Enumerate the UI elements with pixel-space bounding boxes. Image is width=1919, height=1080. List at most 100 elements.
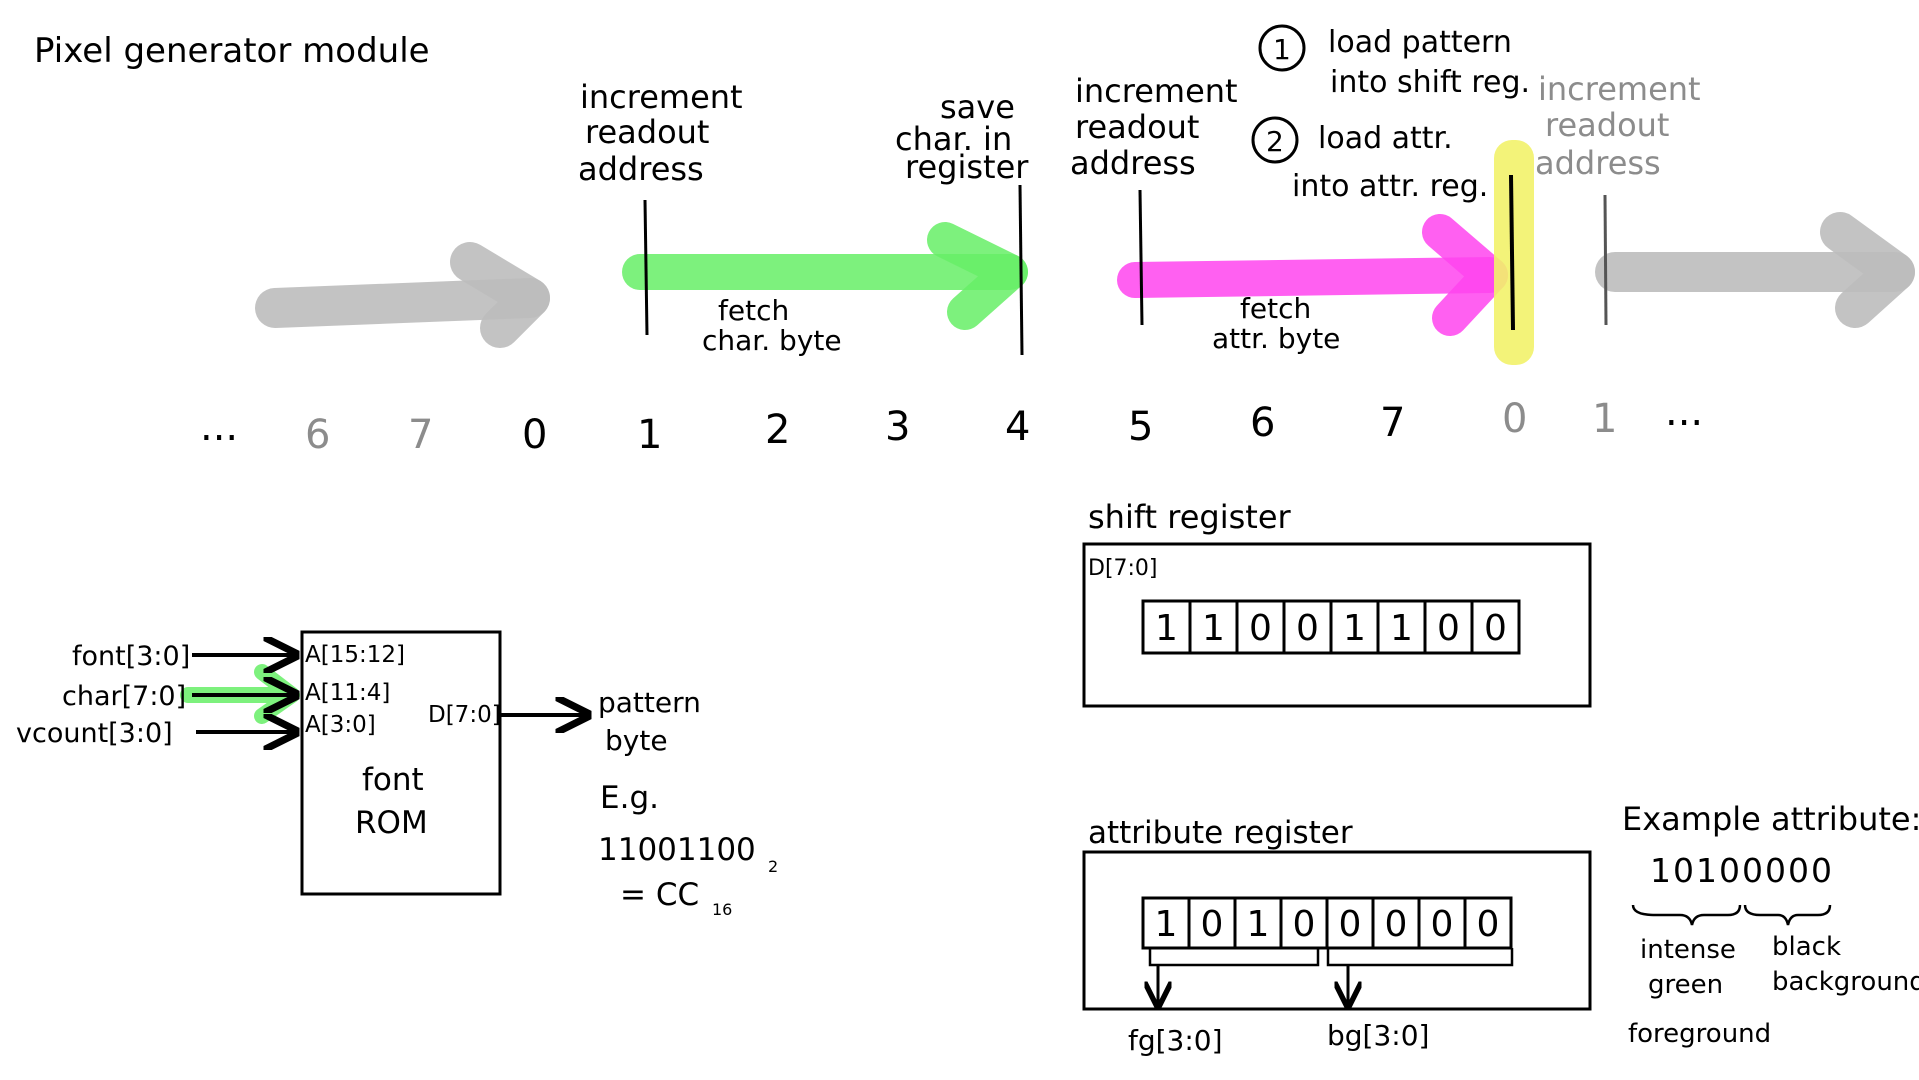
- tick-label: ...: [200, 404, 238, 450]
- shift-bit-value: 0: [1296, 608, 1319, 649]
- label-save-char: save char. in register: [895, 88, 1029, 186]
- label-line: increment: [1075, 72, 1238, 110]
- caption-line: fetch: [1240, 292, 1311, 325]
- attr-bit-value: 0: [1385, 904, 1408, 945]
- example-attribute-value: 10100000: [1650, 851, 1834, 890]
- label-line: readout: [1075, 108, 1199, 146]
- label-line: readout: [1545, 106, 1669, 144]
- tick-label: 7: [408, 412, 433, 458]
- label-increment-2: increment readout address: [1070, 72, 1238, 182]
- label-line: address: [578, 150, 704, 188]
- fg-bracket: [1148, 948, 1320, 967]
- shift-register-port: D[7:0]: [1088, 556, 1158, 581]
- label-line: save: [940, 88, 1015, 126]
- shift-register-box: [1082, 542, 1592, 708]
- fg-label-line: foreground: [1628, 1019, 1771, 1049]
- label-load-attr: load attr. into attr. reg.: [1292, 121, 1488, 204]
- bg-brace: [1743, 904, 1832, 926]
- shift-register-title: shift register: [1088, 498, 1292, 536]
- label-line: load pattern: [1328, 25, 1512, 60]
- port-label: D[7:0]: [428, 702, 501, 728]
- tick-label: 0: [1502, 396, 1527, 442]
- tick-label: 6: [1250, 400, 1275, 446]
- bg-bracket: [1326, 948, 1514, 967]
- event-line-4: [1018, 184, 1024, 356]
- step-badge-2: 2: [1251, 116, 1299, 164]
- event-line-1: [643, 199, 649, 336]
- tick-label: 7: [1380, 400, 1405, 446]
- label-line: into attr. reg.: [1292, 169, 1488, 204]
- fetch-attr-arrow: [1117, 214, 1508, 336]
- shift-bit-value: 1: [1202, 608, 1225, 649]
- rom-name: font ROM: [355, 762, 428, 841]
- bg-label: bg[3:0]: [1327, 1019, 1429, 1052]
- label-line: address: [1535, 144, 1661, 182]
- attr-bit-value: 1: [1155, 904, 1178, 945]
- event-line-next: [1603, 194, 1608, 326]
- attr-bit-value: 0: [1431, 904, 1454, 945]
- caption-line: attr. byte: [1212, 322, 1340, 355]
- input-label-vcount: vcount[3:0]: [16, 718, 173, 749]
- attr-bit-cell: [1463, 896, 1513, 950]
- shift-bit-value: 1: [1343, 608, 1366, 649]
- fetch-char-arrow: [622, 222, 1028, 330]
- rom-inputs: font[3:0] char[7:0] vcount[3:0]: [16, 641, 190, 749]
- label-load-pattern: load pattern into shift reg.: [1328, 25, 1530, 100]
- event-line-5: [1138, 189, 1144, 326]
- shift-bit-value: 1: [1390, 608, 1413, 649]
- step-number: 1: [1273, 33, 1291, 66]
- fg-label-line: intense: [1640, 935, 1736, 965]
- fg-label-line: green: [1648, 970, 1723, 1000]
- gray-arrow-left: [255, 242, 550, 348]
- attr-bit-value: 0: [1477, 904, 1500, 945]
- example-fg-label: intense green foreground: [1628, 935, 1771, 1049]
- timeline-ticks: ... 6 7 0 1 2 3 4 5 6 7 0 1 ...: [200, 389, 1703, 458]
- output-line: byte: [605, 724, 668, 757]
- output-line: pattern: [598, 686, 701, 719]
- event-line-0: [1509, 174, 1515, 331]
- tick-label: ...: [1665, 389, 1703, 435]
- attr-bit-value: 0: [1339, 904, 1362, 945]
- bg-label-line: black: [1772, 932, 1841, 962]
- shift-bit-value: 0: [1437, 608, 1460, 649]
- bg-label-line: background: [1772, 967, 1919, 997]
- example-binary: 11001100: [598, 832, 756, 868]
- caption-fetch-attr: fetch attr. byte: [1212, 292, 1340, 355]
- pattern-example: E.g. 11001100 2 = CC 16: [598, 780, 778, 919]
- tick-label: 1: [1592, 396, 1617, 442]
- input-label-font: font[3:0]: [72, 641, 190, 672]
- label-line: char. in: [895, 120, 1012, 158]
- attr-bit-value: 0: [1201, 904, 1224, 945]
- fg-label: fg[3:0]: [1128, 1024, 1223, 1057]
- tick-label: 2: [765, 407, 790, 453]
- shift-bit-value: 0: [1484, 608, 1507, 649]
- gray-arrow-right: [1595, 212, 1915, 328]
- diagram-title: Pixel generator module: [34, 31, 430, 71]
- label-line: readout: [585, 113, 709, 151]
- label-increment-1: increment readout address: [578, 78, 743, 188]
- pattern-output-label: pattern byte: [598, 686, 701, 757]
- attr-bit-value: 1: [1247, 904, 1270, 945]
- tick-label: 5: [1128, 404, 1153, 450]
- caption-line: fetch: [718, 294, 789, 327]
- rom-ports: A[15:12] A[11:4] A[3:0] D[7:0]: [305, 642, 501, 738]
- step-badge-1: 1: [1258, 24, 1306, 72]
- example-bg-label: black background: [1772, 932, 1919, 997]
- shift-bit-value: 0: [1249, 608, 1272, 649]
- tick-label: 1: [637, 412, 662, 458]
- caption-fetch-char: fetch char. byte: [702, 294, 842, 357]
- step-number: 2: [1266, 125, 1284, 158]
- tick-label: 6: [305, 412, 330, 458]
- label-increment-3: increment readout address: [1535, 70, 1701, 182]
- label-line: increment: [580, 78, 743, 116]
- rom-name-line: font: [362, 762, 424, 798]
- label-line: load attr.: [1318, 121, 1453, 156]
- label-line: address: [1070, 144, 1196, 182]
- port-label: A[15:12]: [305, 642, 405, 668]
- attribute-register-title: attribute register: [1088, 815, 1353, 851]
- label-line: into shift reg.: [1330, 65, 1530, 100]
- example-hex: = CC: [620, 877, 699, 913]
